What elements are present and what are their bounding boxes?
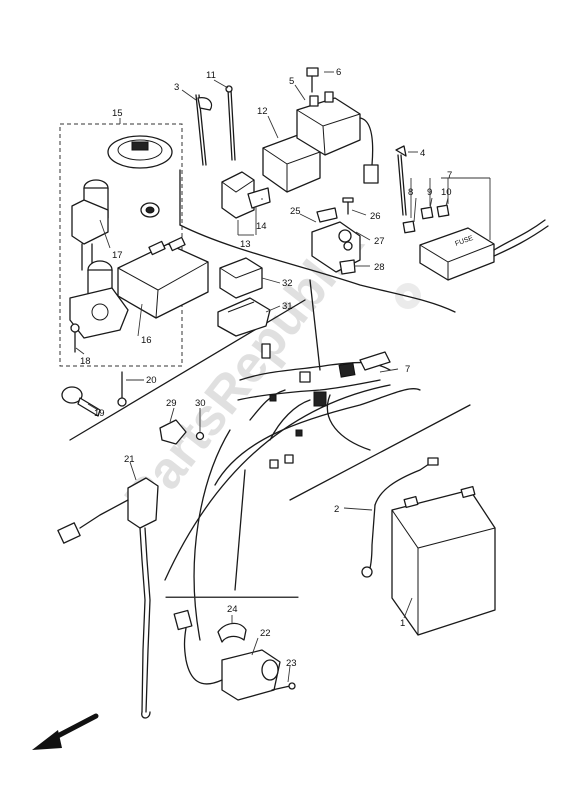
part-label-7-fuse-box: 7 bbox=[447, 170, 452, 181]
part-label-6: 6 bbox=[336, 67, 341, 78]
wire-clip bbox=[395, 145, 407, 216]
coupler-cover bbox=[217, 297, 271, 337]
sensor bbox=[159, 419, 205, 445]
ecu bbox=[117, 236, 209, 319]
seat-lock bbox=[140, 202, 160, 218]
part-label-20: 20 bbox=[146, 375, 157, 386]
part-label-21: 21 bbox=[124, 454, 135, 465]
part-label-30: 30 bbox=[195, 398, 206, 409]
part-label-23: 23 bbox=[286, 658, 297, 669]
part-label-15: 15 bbox=[112, 108, 123, 119]
part-label-12: 12 bbox=[257, 106, 268, 117]
part-label-1: 1 bbox=[400, 618, 405, 629]
main-switch bbox=[71, 179, 109, 276]
fuse-box: FUSE bbox=[419, 219, 549, 281]
coupler bbox=[219, 257, 263, 299]
fuse-holder bbox=[221, 171, 271, 219]
part-label-24: 24 bbox=[227, 604, 238, 615]
fuel-tank-cap bbox=[107, 135, 173, 169]
part-label-2: 2 bbox=[334, 504, 339, 515]
fuses bbox=[402, 204, 450, 234]
ignition-key bbox=[61, 386, 101, 417]
part-label-13: 13 bbox=[240, 239, 251, 250]
steering-lock bbox=[69, 260, 129, 339]
starter-solenoid bbox=[173, 609, 281, 701]
part-label-32: 32 bbox=[282, 278, 293, 289]
part-number-labels: 1 2 3 4 5 6 7 7 8 9 10 11 12 13 14 15 16… bbox=[80, 67, 452, 669]
part-label-22: 22 bbox=[260, 628, 271, 639]
bolt bbox=[306, 67, 319, 93]
part-label-18: 18 bbox=[80, 356, 91, 367]
relay-bracket bbox=[311, 197, 361, 275]
part-label-27: 27 bbox=[374, 236, 385, 247]
band-24 bbox=[217, 622, 247, 643]
part-label-17: 17 bbox=[112, 250, 123, 261]
screw-20 bbox=[117, 371, 127, 407]
part-label-29: 29 bbox=[166, 398, 177, 409]
wire-band bbox=[195, 94, 213, 166]
part-label-7-harness: 7 bbox=[405, 364, 410, 375]
battery bbox=[391, 485, 496, 636]
part-label-26: 26 bbox=[370, 211, 381, 222]
starter-relay bbox=[296, 91, 379, 184]
part-label-19: 19 bbox=[94, 408, 105, 419]
part-label-9: 9 bbox=[427, 187, 432, 198]
arrow-front-icon bbox=[32, 713, 99, 750]
part-label-25: 25 bbox=[290, 206, 301, 217]
cable-tie bbox=[225, 85, 236, 161]
bolt-23 bbox=[271, 682, 296, 691]
part-label-5: 5 bbox=[289, 76, 294, 87]
ignition-coil bbox=[57, 477, 159, 719]
wire-harness bbox=[237, 343, 391, 469]
leader-lines bbox=[75, 71, 491, 683]
battery-cable bbox=[361, 457, 439, 578]
part-label-31: 31 bbox=[282, 301, 293, 312]
part-label-11: 11 bbox=[206, 70, 216, 81]
part-label-16: 16 bbox=[141, 335, 152, 346]
part-label-14: 14 bbox=[256, 221, 267, 232]
part-label-28: 28 bbox=[374, 262, 385, 273]
frame-outline bbox=[69, 169, 471, 641]
part-label-3: 3 bbox=[174, 82, 179, 93]
part-label-8: 8 bbox=[408, 187, 413, 198]
part-label-10: 10 bbox=[441, 187, 452, 198]
screw bbox=[70, 323, 80, 353]
part-label-4: 4 bbox=[420, 148, 425, 159]
